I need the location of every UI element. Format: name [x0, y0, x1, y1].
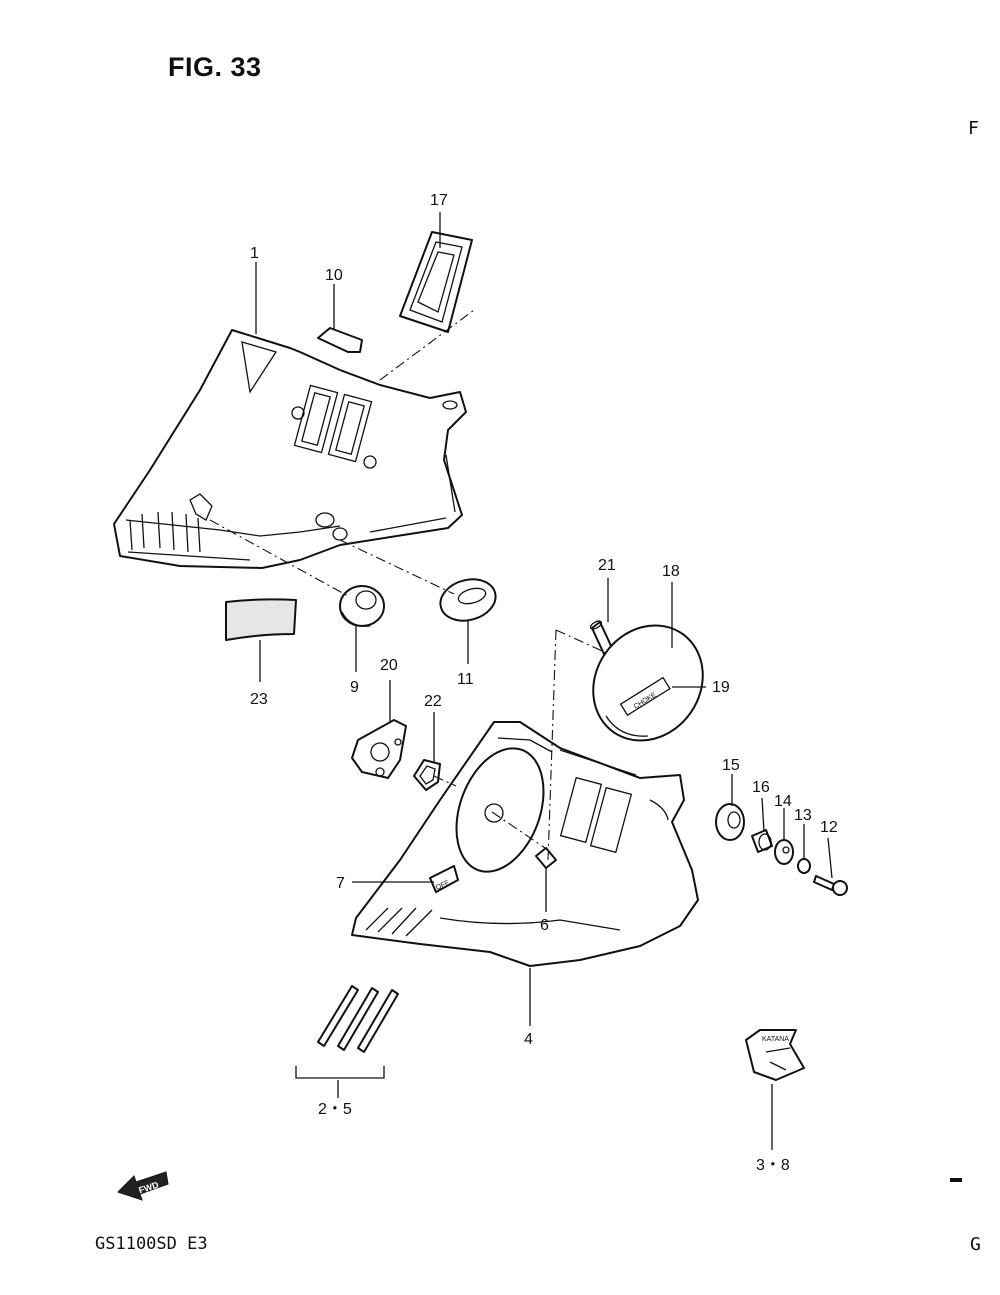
grommet-11: [439, 578, 497, 622]
upper-side-cover: [113, 329, 467, 569]
collar-16: [751, 829, 773, 853]
label-part-15: 15: [722, 757, 740, 774]
label-part-18: 18: [662, 563, 680, 580]
label-part-23: 23: [250, 691, 268, 708]
label-part-13: 13: [794, 807, 812, 824]
label-part-9: 9: [350, 679, 359, 696]
label-part-1: 1: [250, 245, 259, 262]
grommet-9: [339, 585, 385, 627]
screw-12: [813, 875, 848, 896]
lower-side-cover: [351, 721, 699, 967]
part-number-labels: 1 10 17 23 9 11 20 22 21 18 19 15 16 14 …: [250, 192, 838, 1174]
forward-arrow-icon: FWD: [117, 1171, 169, 1201]
edge-mark-bottom: G: [970, 1234, 981, 1255]
bracket-20: [351, 719, 407, 779]
figure-title: FIG. 33: [168, 52, 262, 82]
plate-22: [413, 759, 441, 791]
label-part-10: 10: [325, 267, 343, 284]
edge-bar-mark: [950, 1178, 962, 1182]
label-part-14: 14: [774, 793, 792, 810]
damper-15: [715, 803, 745, 841]
stripe-decals: [317, 985, 399, 1053]
washer-13: [797, 858, 811, 874]
foam-strip: [225, 598, 297, 641]
model-code: GS1100SD E3: [95, 1234, 208, 1254]
label-part-3-8: 3・8: [756, 1157, 790, 1174]
leader-lines: [209, 212, 833, 1150]
label-part-2-5: 2・5: [318, 1101, 352, 1118]
label-part-6: 6: [540, 917, 549, 934]
vent-frame: [399, 231, 473, 333]
label-part-20: 20: [380, 657, 398, 674]
label-part-7: 7: [336, 875, 345, 892]
label-part-4: 4: [524, 1031, 533, 1048]
edge-mark-top: F: [968, 118, 979, 139]
label-part-16: 16: [752, 779, 770, 796]
label-part-17: 17: [430, 192, 448, 209]
rubber-pad: [317, 327, 363, 353]
label-part-21: 21: [598, 557, 616, 574]
label-part-19: 19: [712, 679, 730, 696]
label-part-12: 12: [820, 819, 838, 836]
katana-emblem: KATANA: [745, 1029, 805, 1081]
emblem-marking: KATANA: [762, 1036, 789, 1043]
label-part-22: 22: [424, 693, 442, 710]
label-part-11: 11: [457, 671, 474, 688]
washer-14: [774, 839, 794, 865]
